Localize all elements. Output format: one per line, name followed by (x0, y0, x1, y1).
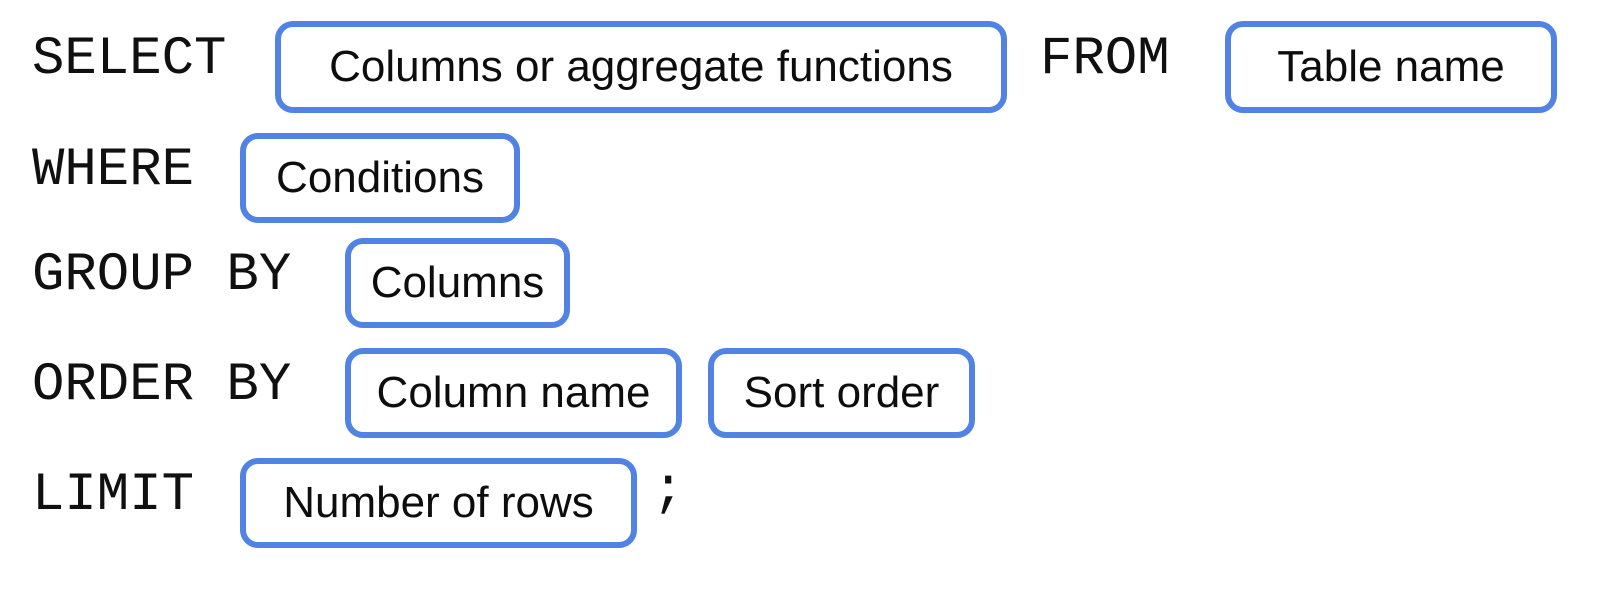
slot-columns-or-aggregate-functions[interactable]: Columns or aggregate functions (275, 21, 1007, 113)
keyword-group-by: GROUP BY (32, 245, 292, 306)
keyword-limit: LIMIT (32, 465, 195, 526)
slot-sort-order[interactable]: Sort order (708, 348, 975, 438)
clause-row-group-by: GROUP BY Columns (0, 238, 1600, 328)
clause-row-where: WHERE Conditions (0, 133, 1600, 223)
slot-order-by-column-name[interactable]: Column name (345, 348, 682, 438)
slot-table-name[interactable]: Table name (1225, 21, 1557, 113)
clause-row-select: SELECT Columns or aggregate functions FR… (0, 21, 1600, 113)
clause-row-order-by: ORDER BY Column name Sort order (0, 348, 1600, 438)
slot-group-by-columns[interactable]: Columns (345, 238, 570, 328)
slot-number-of-rows[interactable]: Number of rows (240, 458, 637, 548)
keyword-select: SELECT (32, 29, 227, 90)
slot-conditions[interactable]: Conditions (240, 133, 520, 223)
statement-terminator-semicolon: ; (652, 460, 685, 521)
keyword-from: FROM (1040, 29, 1170, 90)
clause-row-limit: LIMIT Number of rows ; (0, 458, 1600, 548)
keyword-where: WHERE (32, 140, 195, 201)
keyword-order-by: ORDER BY (32, 355, 292, 416)
